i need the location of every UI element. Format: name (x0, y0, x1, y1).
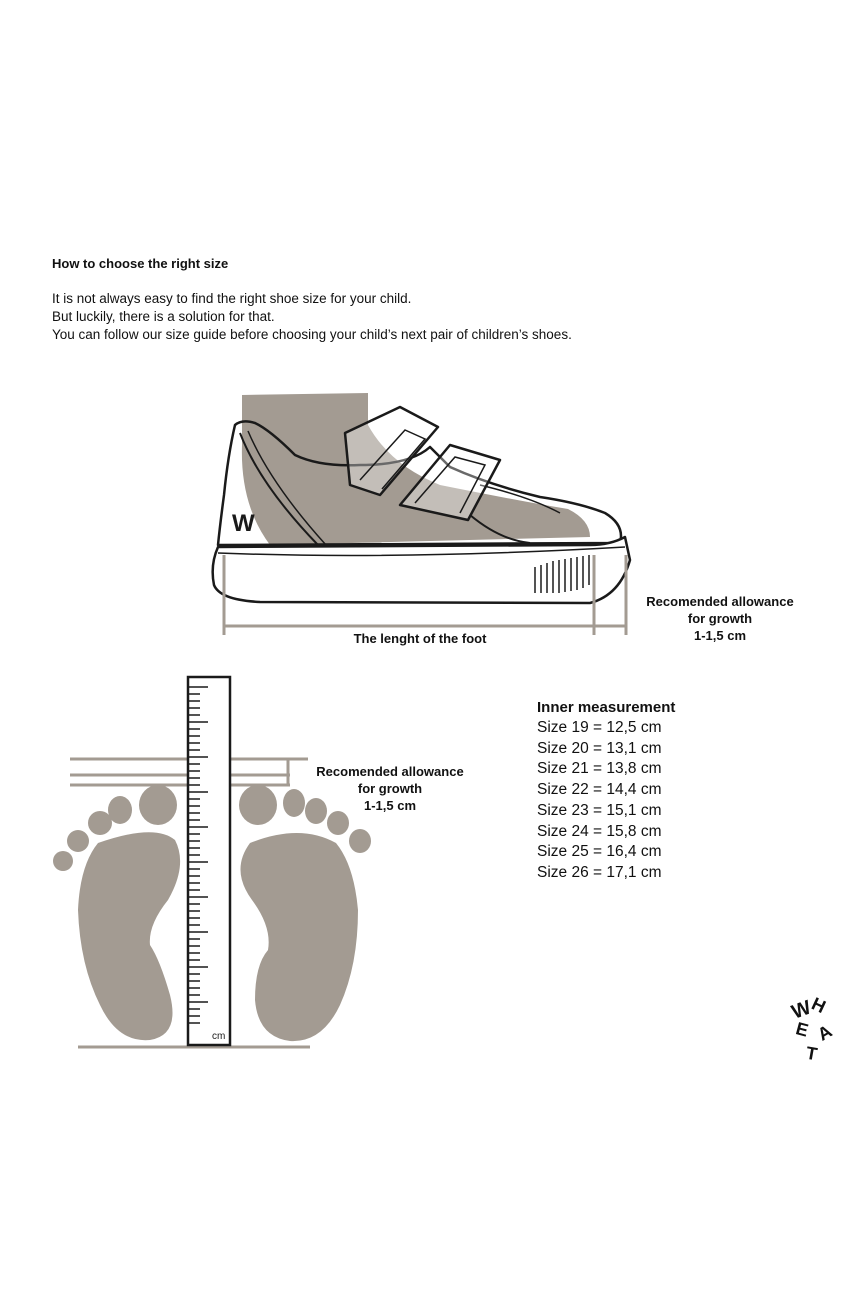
page-title: How to choose the right size (52, 256, 229, 271)
svg-text:A: A (814, 1021, 835, 1045)
ruler: cm (186, 675, 232, 1047)
size-row: Size 21 = 13,8 cm (537, 760, 662, 778)
foot-length-measure (222, 555, 628, 635)
velcro-strap (343, 405, 440, 497)
left-foot (53, 785, 181, 1041)
shoe-illustration: W (211, 393, 632, 635)
velcro-strap (398, 443, 502, 522)
intro-line: You can follow our size guide before cho… (52, 327, 572, 342)
svg-text:E: E (794, 1018, 811, 1040)
size-row: Size 25 = 16,4 cm (537, 843, 662, 861)
foot-silhouette (241, 393, 590, 545)
shoe-upper (216, 420, 623, 547)
size-row: Size 19 = 12,5 cm (537, 719, 662, 736)
size-row: Size 20 = 13,1 cm (537, 739, 662, 757)
foot-length-label: The lenght of the foot (353, 631, 487, 646)
ruler-unit: cm (212, 1031, 225, 1042)
shoe-allowance-label: Recomended allowance for growth 1-1,5 cm (646, 594, 794, 643)
size-row: Size 23 = 15,1 cm (537, 801, 662, 819)
svg-text:T: T (804, 1043, 818, 1065)
intro-line: But luckily, there is a solution for tha… (52, 309, 275, 324)
intro-line: It is not always easy to find the right … (52, 291, 412, 306)
size-list: Size 19 = 12,5 cm Size 20 = 13,1 cm Size… (537, 718, 675, 884)
inner-measurement: Inner measurement Size 19 = 12,5 cm Size… (537, 699, 675, 884)
size-row: Size 24 = 15,8 cm (537, 822, 662, 840)
feet-illustration: cm (53, 675, 371, 1049)
feet-allowance-label: Recomended allowance for growth 1-1,5 cm (316, 764, 464, 813)
shoe-sole (211, 535, 632, 605)
brand-logo: W H E A T (789, 994, 835, 1065)
right-foot (239, 785, 371, 1042)
intro-text: It is not always easy to find the right … (52, 290, 572, 344)
shoe-logo: W (232, 510, 255, 537)
inner-measurement-title: Inner measurement (537, 699, 676, 716)
size-row: Size 26 = 17,1 cm (537, 863, 662, 881)
size-row: Size 22 = 14,4 cm (537, 781, 662, 799)
